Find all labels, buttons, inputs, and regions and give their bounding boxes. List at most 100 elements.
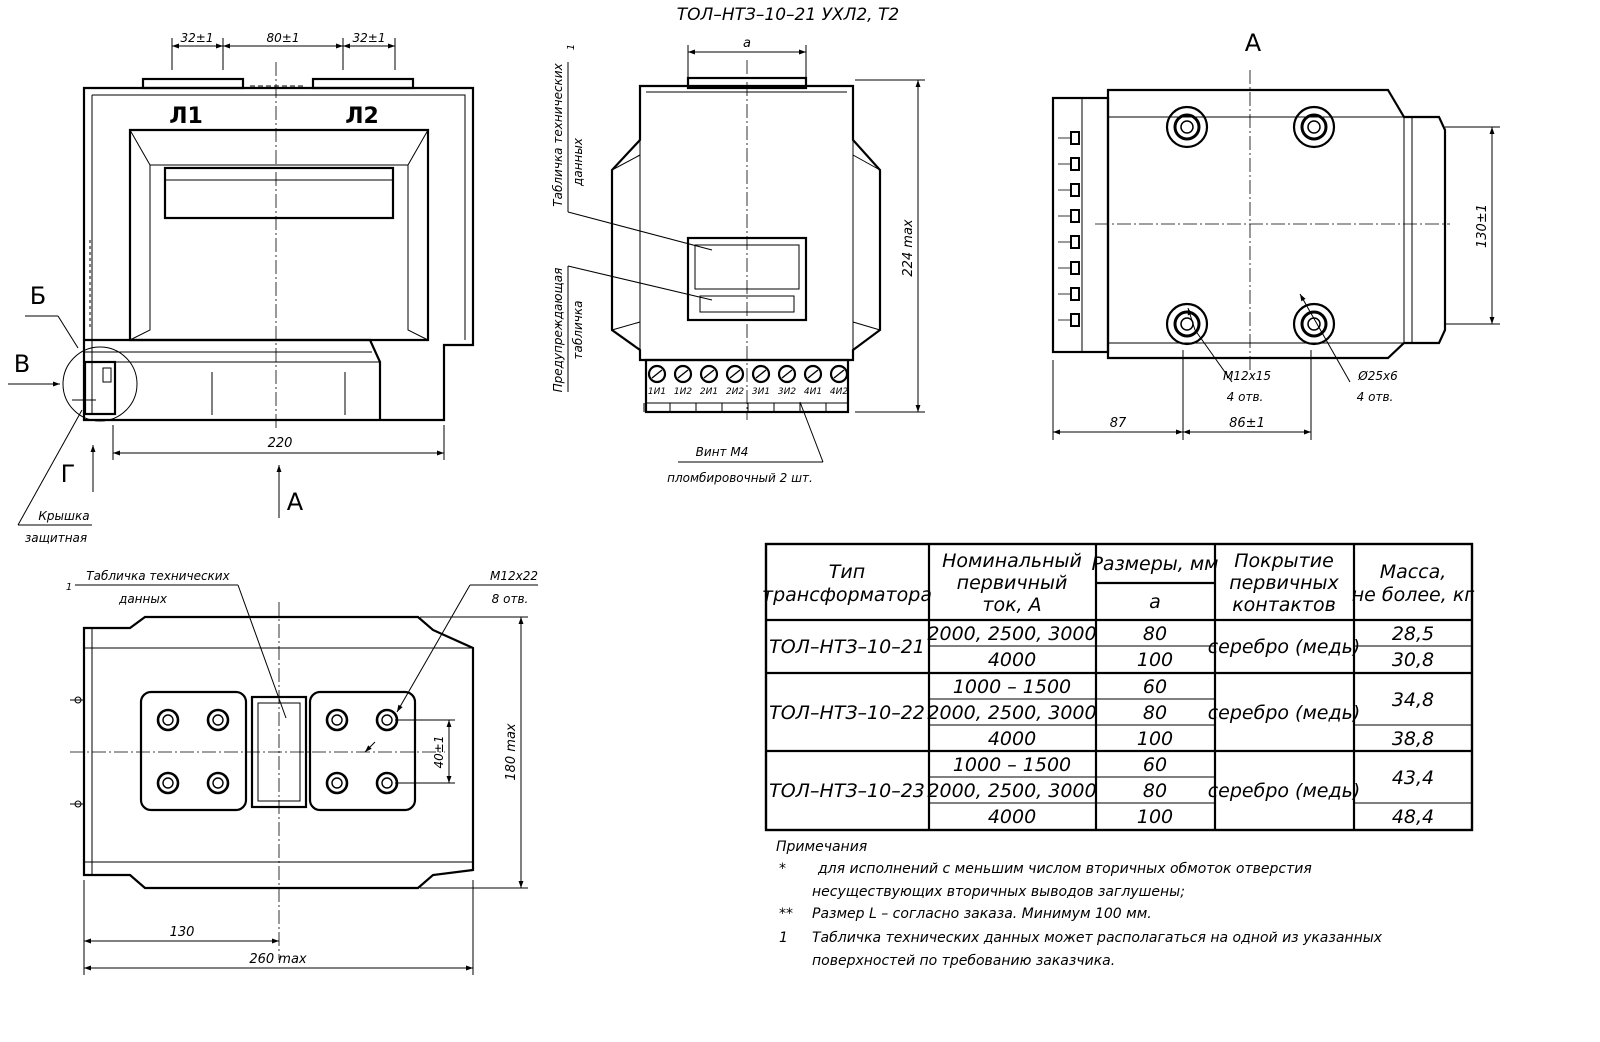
top-view: 1 Табличка технических данных М12х22 8 о… bbox=[66, 569, 538, 975]
note-2-line1: Размер L – согласно заказа. Минимум 100 … bbox=[812, 906, 1152, 922]
view-a-terminal-strip bbox=[1058, 131, 1080, 327]
view-a-dia-line2: 4 отв. bbox=[1357, 390, 1394, 404]
front-view: 32±1 80±1 32±1 Л1 Л2 bbox=[8, 31, 475, 545]
cell-dim-a: 80 bbox=[1143, 623, 1167, 645]
top-view-bolt-icon bbox=[156, 771, 180, 795]
terminal-screw-icon bbox=[669, 364, 693, 412]
terminal-screw-icon bbox=[695, 364, 719, 412]
cell-dim-a: 100 bbox=[1137, 806, 1173, 828]
cell-mass: 34,8 bbox=[1392, 689, 1434, 711]
view-a-terminal-icon bbox=[1058, 235, 1080, 249]
row-type-23: ТОЛ–НТЗ–10–23 bbox=[769, 780, 925, 802]
view-letter-g: Г bbox=[61, 460, 76, 488]
top-hole-line2: 8 отв. bbox=[492, 592, 529, 606]
terminal-screw-icon bbox=[747, 364, 771, 412]
top-view-bolt-icon bbox=[325, 771, 349, 795]
front-dim-width: 220 bbox=[268, 436, 293, 451]
view-a-dim-height: 130±1 bbox=[1475, 204, 1490, 248]
cell-current: 4000 bbox=[988, 806, 1036, 828]
cell-mass: 30,8 bbox=[1392, 649, 1434, 671]
view-a-terminal-icon bbox=[1058, 261, 1080, 275]
note-1-line1: для исполнений с меньшим числом вторичны… bbox=[817, 861, 1312, 877]
secondary-terminal-labels: 1И1 1И2 2И1 2И2 3И1 3И2 4И1 4И2 bbox=[648, 387, 848, 397]
hdr-current-3: ток, А bbox=[982, 594, 1041, 616]
view-a-thread-line2: 4 отв. bbox=[1227, 390, 1264, 404]
hdr-dims: Размеры, мм bbox=[1091, 553, 1218, 575]
cell-current: 1000 – 1500 bbox=[953, 676, 1071, 698]
side-dim-height: 224 max bbox=[901, 219, 916, 277]
top-view-bolt-icon bbox=[325, 708, 349, 732]
side-view: a 1И1 1И2 2И1 2И2 3И1 3И2 4И1 4И2 224 ma… bbox=[551, 36, 925, 485]
cell-current: 2000, 2500, 3000 bbox=[927, 780, 1096, 802]
view-a-terminal-icon bbox=[1058, 183, 1080, 197]
secondary-terminal-circles bbox=[643, 364, 849, 412]
view-a-thread-line1: М12х15 bbox=[1223, 369, 1271, 383]
note-marker: 1 bbox=[779, 930, 788, 946]
screw-label-line2: пломбировочный 2 шт. bbox=[667, 471, 813, 485]
cell-mass: 38,8 bbox=[1392, 728, 1434, 750]
view-a-bolt-icon bbox=[1292, 302, 1336, 346]
notes-title: Примечания bbox=[776, 839, 867, 855]
cell-current: 2000, 2500, 3000 bbox=[927, 702, 1096, 724]
top-plate-marker: 1 bbox=[66, 582, 72, 593]
row-type-21: ТОЛ–НТЗ–10–21 bbox=[769, 636, 925, 658]
view-a-terminal-icon bbox=[1058, 313, 1080, 327]
hdr-coating-3: контактов bbox=[1232, 594, 1336, 616]
top-dim-depth: 180 max bbox=[504, 723, 519, 781]
terminal-screw-icon bbox=[825, 364, 849, 412]
terminal-screw-icon bbox=[721, 364, 745, 412]
hdr-type-1: Тип bbox=[829, 561, 865, 583]
top-hole-line1: М12х22 bbox=[490, 569, 538, 583]
cell-current: 1000 – 1500 bbox=[953, 754, 1071, 776]
notes: Примечания * для исполнений с меньшим чи… bbox=[776, 839, 1383, 969]
cell-dim-a: 100 bbox=[1137, 649, 1173, 671]
cell-dim-a: 100 bbox=[1137, 728, 1173, 750]
view-letter-b: Б bbox=[30, 282, 46, 310]
top-view-bolts bbox=[156, 708, 399, 795]
note-marker: * bbox=[779, 861, 786, 877]
hdr-mass-2: не более, кг bbox=[1352, 584, 1476, 606]
cell-current: 4000 bbox=[988, 649, 1036, 671]
view-a-dim-pitch: 86±1 bbox=[1229, 416, 1265, 431]
cell-mass: 43,4 bbox=[1392, 767, 1434, 789]
view-a-bolts bbox=[1165, 105, 1336, 346]
view-a-title: А bbox=[1245, 29, 1262, 57]
view-a-terminal-icon bbox=[1058, 157, 1080, 171]
top-dim-pitch: 40±1 bbox=[432, 736, 446, 769]
cell-coating: серебро (медь) bbox=[1208, 702, 1361, 724]
cell-mass: 48,4 bbox=[1392, 806, 1434, 828]
view-a-terminal-icon bbox=[1058, 131, 1080, 145]
hdr-dim-a: a bbox=[1149, 591, 1161, 613]
cell-current: 4000 bbox=[988, 728, 1036, 750]
front-dim-right-pitch: 32±1 bbox=[353, 31, 386, 45]
view-a-bolt-icon bbox=[1165, 105, 1209, 149]
hdr-type-2: трансформатора bbox=[762, 584, 932, 606]
screw-label-line1: Винт М4 bbox=[696, 445, 749, 459]
view-letter-a-front: А bbox=[287, 488, 304, 516]
terminal-screw-icon bbox=[643, 364, 667, 412]
row-type-22: ТОЛ–НТЗ–10–22 bbox=[769, 702, 925, 724]
top-view-bolt-icon bbox=[375, 708, 399, 732]
top-view-bolt-icon bbox=[156, 708, 180, 732]
view-a-terminal-icon bbox=[1058, 287, 1080, 301]
terminal-label-4i1: 4И1 bbox=[804, 387, 822, 397]
view-a-dim-offset: 87 bbox=[1110, 416, 1127, 431]
warn-label-line2: табличка bbox=[571, 301, 585, 360]
hdr-coating-2: первичных bbox=[1229, 572, 1339, 594]
view-letter-v: В bbox=[14, 350, 30, 378]
view-a: А 130±1 87 86±1 М12х15 4 отв. Ø bbox=[1051, 29, 1500, 440]
cell-coating: серебро (медь) bbox=[1208, 780, 1361, 802]
terminal-label-2i1: 2И1 bbox=[700, 387, 718, 397]
view-a-dia-line1: Ø25х6 bbox=[1357, 369, 1398, 383]
top-plate-line1: Табличка технических bbox=[86, 569, 230, 583]
note-3-line2: поверхностей по требованию заказчика. bbox=[812, 953, 1115, 969]
plate-label-line2: данных bbox=[571, 137, 585, 187]
side-footnote-marker: 1 bbox=[566, 44, 577, 50]
hdr-current-2: первичный bbox=[957, 572, 1068, 594]
top-plate-line2: данных bbox=[118, 592, 168, 606]
warn-label-line1: Предупреждающая bbox=[551, 268, 565, 393]
terminal-l2: Л2 bbox=[345, 104, 379, 129]
terminal-label-1i2: 1И2 bbox=[674, 387, 692, 397]
cover-label-line2: защитная bbox=[25, 531, 87, 545]
plate-label-line1: Табличка технических bbox=[551, 62, 565, 206]
